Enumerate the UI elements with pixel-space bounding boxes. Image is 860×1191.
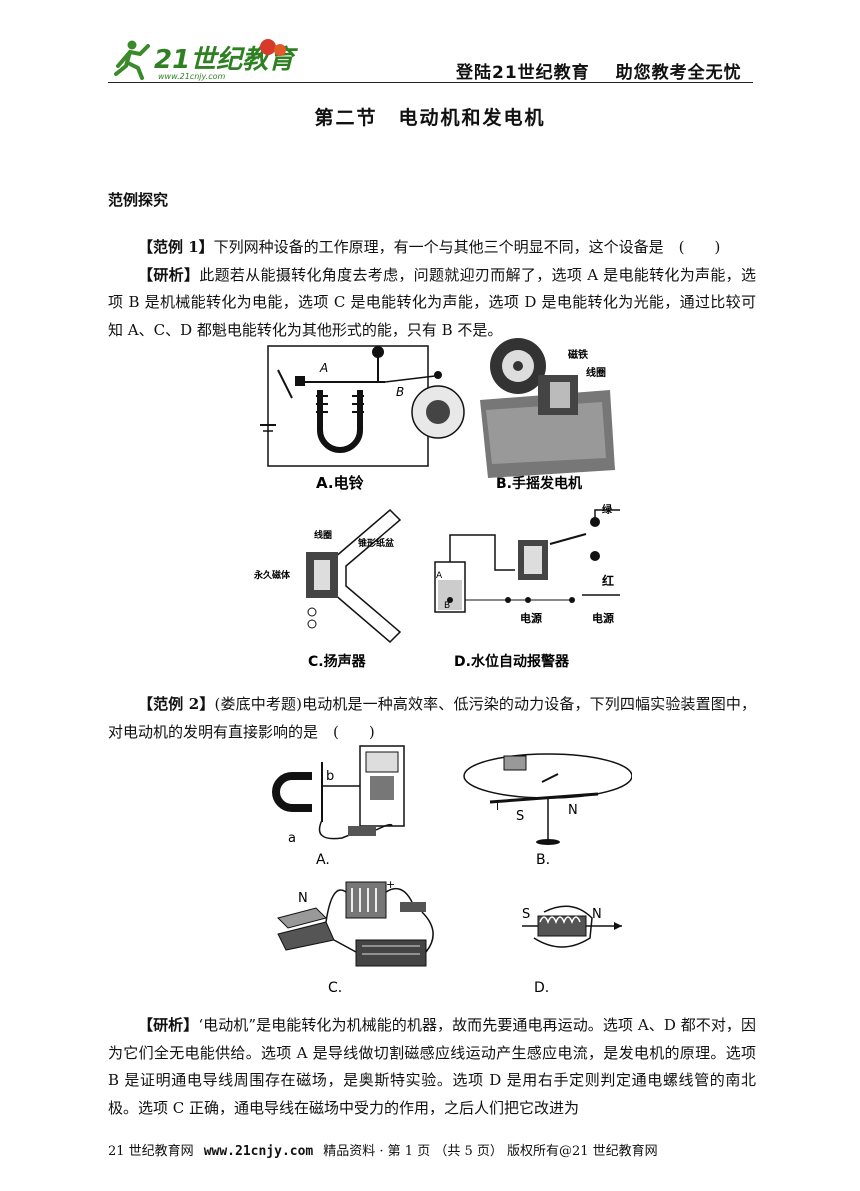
caption-b: B.手摇发电机 bbox=[496, 475, 582, 492]
figure2-c: N + C. bbox=[277, 878, 434, 996]
alarm-label-power1: 电源 bbox=[520, 611, 542, 625]
figure-water-alarm: A B 绿 红 电源 电源 D.水位自动报警器 bbox=[434, 503, 629, 670]
figure-electric-bell: A B A.电铃 bbox=[260, 345, 465, 492]
alarm-label-power2: 电源 bbox=[592, 611, 614, 625]
example2-analysis-block: 【研析】‘电动机”是电能转化为机械能的机器，故而先要通电再运动。选项 A、D 都… bbox=[108, 1012, 756, 1122]
figure2-d: S N D. bbox=[522, 905, 622, 996]
gen-label-magnet: 磁铁 bbox=[568, 348, 588, 361]
logo-url: www.21cnjy.com bbox=[158, 72, 225, 81]
alarm-label-b: B bbox=[444, 601, 450, 611]
alarm-label-a: A bbox=[436, 571, 443, 581]
caption2-d: D. bbox=[534, 980, 549, 996]
header-slogan: 登陆21世纪教育 助您教考全无忧 bbox=[456, 58, 742, 83]
example2-analysis: ‘电动机”是电能转化为机械能的机器，故而先要通电再运动。选项 A、D 都不对，因… bbox=[108, 1016, 756, 1117]
figure-hand-generator: 磁铁 线圈 B.手摇发电机 bbox=[480, 338, 615, 492]
fig2b-label-s: S bbox=[516, 809, 524, 824]
fig2b-label-i: I bbox=[496, 802, 499, 813]
fig2b-label-n: N bbox=[568, 803, 578, 818]
caption2-c: C. bbox=[328, 980, 342, 996]
example1-block: 【范例 1】下列网种设备的工作原理，有一个与其他三个明显不同，这个设备是 ( )… bbox=[108, 234, 756, 344]
fig2a-label-a: a bbox=[288, 831, 296, 846]
bell-label-a: A bbox=[319, 361, 328, 375]
figure2-b: S N I B. bbox=[463, 753, 633, 868]
fig2d-label-n: N bbox=[592, 907, 602, 922]
page-footer: 21 世纪教育网 www.21cnjy.com 精品资料 · 第 1 页 （共 5 … bbox=[108, 1140, 758, 1159]
fig2d-label-s: S bbox=[522, 907, 530, 922]
caption-d: D.水位自动报警器 bbox=[454, 653, 570, 670]
alarm-label-red: 红 bbox=[602, 573, 614, 588]
fig2c-label-plus: + bbox=[386, 878, 395, 891]
example1-analysis-tag: 【研析】 bbox=[138, 265, 200, 284]
example2-block: 【范例 2】(娄底中考题)电动机是一种高效率、低污染的动力设备，下列四幅实验装置… bbox=[108, 691, 756, 746]
example2-tag: 【范例 2】 bbox=[138, 695, 215, 713]
site-logo: 21世纪教育 www.21cnjy.com bbox=[108, 36, 308, 82]
footer-site: 21 世纪教育网 bbox=[108, 1144, 194, 1159]
fig2c-label-n: N bbox=[298, 891, 308, 906]
example2-figures: b a A. S N I B. bbox=[272, 742, 633, 1002]
figure2-a: b a A. bbox=[272, 745, 405, 868]
example1-figures: A B A.电铃 磁铁 线圈 B.手摇发电机 线圈 锥形纸盆 永久磁体 bbox=[250, 330, 629, 675]
section-heading: 范例探究 bbox=[108, 191, 169, 209]
example1-tag: 【范例 1】 bbox=[138, 238, 214, 256]
caption2-b: B. bbox=[536, 852, 550, 868]
apple-icon bbox=[260, 39, 276, 55]
gen-label-coil: 线圈 bbox=[586, 366, 606, 379]
example1-analysis: 此题若从能摄转化角度去考虑，问题就迎刃而解了，选项 A 是电能转化为声能，选项 … bbox=[108, 265, 756, 339]
page-title: 第二节 电动机和发电机 bbox=[314, 107, 546, 129]
example2-analysis-tag: 【研析】 bbox=[138, 1016, 199, 1034]
caption2-a: A. bbox=[316, 852, 330, 868]
example1-question: 下列网种设备的工作原理，有一个与其他三个明显不同，这个设备是 ( ) bbox=[213, 238, 721, 256]
caption-c: C.扬声器 bbox=[308, 653, 367, 670]
alarm-label-green: 绿 bbox=[602, 503, 613, 516]
runner-icon bbox=[114, 40, 150, 80]
header-divider bbox=[108, 82, 753, 83]
example2-question: (娄底中考题)电动机是一种高效率、低污染的动力设备，下列四幅实验装置图中，对电动… bbox=[108, 695, 756, 741]
figure-loudspeaker: 线圈 锥形纸盆 永久磁体 C.扬声器 bbox=[253, 508, 402, 670]
spk-label-magnet: 永久磁体 bbox=[253, 569, 291, 581]
spk-label-cone: 锥形纸盆 bbox=[358, 537, 395, 549]
caption-a: A.电铃 bbox=[316, 474, 365, 492]
spk-label-coil: 线圈 bbox=[314, 529, 332, 541]
bell-label-b: B bbox=[396, 385, 404, 399]
fig2a-label-b: b bbox=[326, 769, 334, 784]
footer-info: 精品资料 · 第 1 页 （共 5 页） 版权所有@21 世纪教育网 bbox=[323, 1144, 658, 1159]
footer-url[interactable]: www.21cnjy.com bbox=[203, 1144, 314, 1159]
slogan-right: 助您教考全无忧 bbox=[615, 63, 742, 83]
slogan-left: 登陆21世纪教育 bbox=[456, 63, 590, 83]
